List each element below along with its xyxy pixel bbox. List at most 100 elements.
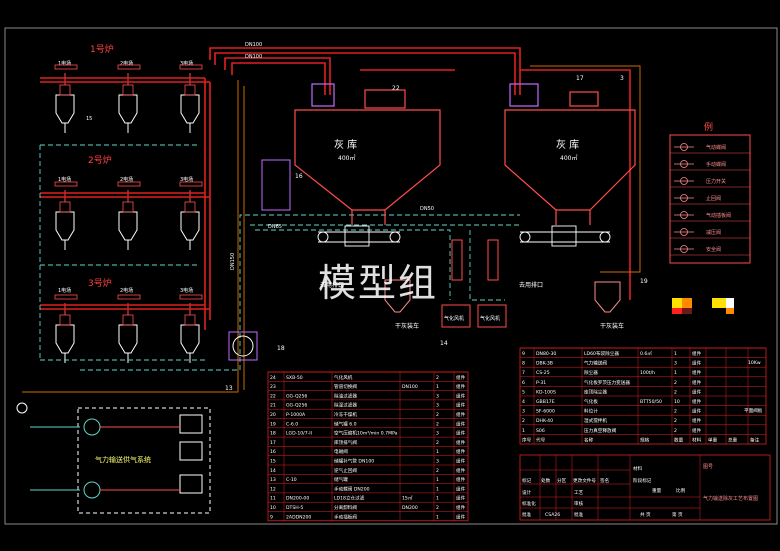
table-cell: 3 <box>436 431 439 437</box>
table-cell: 组件 <box>692 350 702 357</box>
table-cell: 2 <box>674 418 677 424</box>
table-cell: 1 <box>436 514 439 520</box>
table-cell: 13 <box>270 477 276 483</box>
table-cell: DN80-30 <box>536 351 556 357</box>
table-cell: 组件 <box>692 369 702 376</box>
table-cell: C-10 <box>286 477 297 483</box>
table-cell: 除尘器 <box>584 369 598 376</box>
table-cell: 单重 <box>708 436 718 443</box>
title-block-cell: 第 页 <box>672 511 683 518</box>
table-cell: 2 <box>436 440 439 446</box>
silo-discharge-valves <box>317 225 611 247</box>
table-cell: 组件 <box>692 388 702 395</box>
table-cell: 6 <box>522 380 525 386</box>
table-cell: 8 <box>522 361 525 367</box>
legend-item-label: 止回阀 <box>706 195 721 202</box>
table-cell: C-6.0 <box>286 421 298 427</box>
table-cell: 组件 <box>456 402 466 409</box>
table-cell: 代号 <box>536 436 546 443</box>
table-cell: 组件 <box>456 374 466 381</box>
pipe-label-dn2: DN100 <box>245 54 262 60</box>
table-cell: 3 <box>436 403 439 409</box>
table-cell: 3 <box>674 361 677 367</box>
legend-item-label: 减压阀 <box>706 229 721 236</box>
fan-1-label: 气化风机 <box>444 315 464 322</box>
drawing-title: 气力输送除灰工艺布置图 <box>703 495 758 502</box>
table-cell: 3 <box>436 393 439 399</box>
table-cell: DBK-3B <box>536 361 553 367</box>
table-cell: 组件 <box>692 427 702 434</box>
title-block-label: 审核 <box>574 500 584 507</box>
table-cell: 组件 <box>692 408 702 415</box>
table-cell: 2ADDN200 <box>286 514 311 520</box>
title-block-label: 分区 <box>557 477 567 484</box>
table-cell: 1 <box>436 449 439 455</box>
table-cell: 组件 <box>456 513 466 520</box>
legend-title: 例 <box>704 121 713 133</box>
table-cell: 10 <box>674 399 680 405</box>
table-cell: 组件 <box>456 448 466 455</box>
legend-item-label: 气动插板阀 <box>706 212 731 219</box>
boiler-3-field-1: 1电场 <box>58 287 71 294</box>
table-cell: LD18立仓过滤 <box>334 495 365 502</box>
title-block-label: 工艺 <box>574 490 584 496</box>
title-block-label: 标准化 <box>522 500 536 507</box>
table-cell: 20 <box>270 412 276 418</box>
boiler-3-field-3: 3电场 <box>180 287 193 294</box>
table-cell: 1 <box>436 384 439 390</box>
boiler-3-field-2: 2电场 <box>120 287 133 294</box>
table-cell: 组件 <box>692 360 702 367</box>
table-cell: 气化板罗茨压力变送器 <box>584 379 630 386</box>
table-cell: 2 <box>436 421 439 427</box>
boiler-1: 1号炉 1电场 2电场 3电场 15 <box>58 43 193 122</box>
boiler-2-label: 2号炉 <box>88 154 112 166</box>
table-cell: 18 <box>270 431 276 437</box>
legend-item-label: 手动蝶阀 <box>706 161 726 168</box>
boiler-1-field-2: 2电场 <box>120 60 133 67</box>
table-cell: 9 <box>522 351 525 357</box>
table-cell: 2 <box>674 389 677 395</box>
table-cell: 手动插板阀 <box>334 513 357 520</box>
table-cell: 12 <box>270 486 276 492</box>
title-block-label: 更改文件号 <box>573 477 596 484</box>
table-cell: 冷冻干燥机 <box>334 411 357 418</box>
table-cell: S06 <box>536 428 545 434</box>
boiler-groups: 1号炉 1电场 2电场 3电场 15 2号炉 1电场 2电场 3电场 3号炉 1… <box>58 43 193 294</box>
table-cell: 名称 <box>584 436 594 443</box>
title-block-cell: 材料 <box>633 465 643 472</box>
legend-item-label: 气动蝶阀 <box>706 144 726 151</box>
table-cell: 组件 <box>692 417 702 424</box>
table-cell: 24 <box>270 375 276 381</box>
legend-item: 压力开关 <box>670 177 750 188</box>
silo-1-capacity: 400㎡ <box>338 154 355 162</box>
title-block-cell: 共 页 <box>640 511 651 518</box>
gas-system-label: 气力输送供气系统 <box>95 455 151 464</box>
mark-13: 13 <box>225 385 233 392</box>
table-cell: 序号 <box>522 436 532 443</box>
title-block-label: 设计 <box>522 489 532 496</box>
table-cell: BTT50/50 <box>640 399 662 405</box>
title-block-label: 批准 <box>522 511 532 518</box>
table-cell: 2 <box>436 505 439 511</box>
table-cell: DHK-40 <box>536 418 553 424</box>
table-cell: 数量 <box>674 436 684 443</box>
silo-2-name: 灰 库 <box>556 138 579 151</box>
table-cell: 100t/h <box>640 370 655 376</box>
table-cell: 组件 <box>456 439 466 446</box>
legend-item: 气动蝶阀 <box>670 143 750 154</box>
control-cabinet <box>261 159 291 211</box>
compressor-icon <box>232 335 254 357</box>
table-cell: 3 <box>436 459 439 465</box>
table-cell: 5 <box>522 389 525 395</box>
legend-item: 安全阀 <box>670 245 750 256</box>
table-cell: 气力输送阀 <box>584 360 607 367</box>
table-cell: 2 <box>674 409 677 415</box>
compressor-frame <box>228 331 258 361</box>
ash-pump <box>117 64 141 133</box>
table-cell: 1 <box>674 351 677 357</box>
table-cell: 10 <box>270 505 276 511</box>
table-cell: 4 <box>522 399 525 405</box>
table-cell: 2 <box>436 412 439 418</box>
table-cell: 库顶除尘器 <box>584 388 607 395</box>
